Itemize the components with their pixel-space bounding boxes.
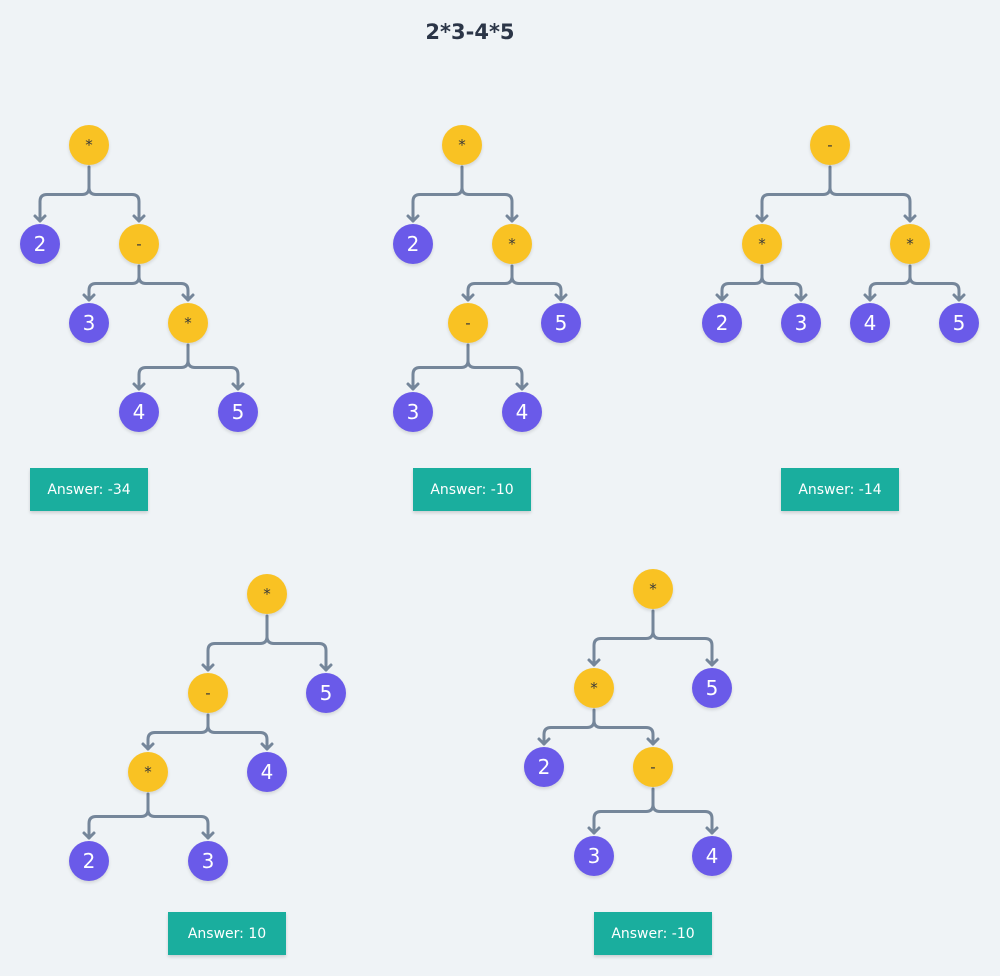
number-node: 3 — [188, 841, 228, 881]
answer-box: Answer: 10 — [168, 912, 286, 955]
number-node: 2 — [20, 224, 60, 264]
answer-box: Answer: -14 — [781, 468, 899, 511]
number-node: 3 — [574, 836, 614, 876]
operator-node: * — [69, 125, 109, 165]
number-node: 2 — [69, 841, 109, 881]
number-node: 5 — [692, 668, 732, 708]
number-node: 5 — [541, 303, 581, 343]
answer-box: Answer: -10 — [594, 912, 712, 955]
operator-node: * — [742, 224, 782, 264]
operator-node: - — [633, 747, 673, 787]
operator-node: * — [247, 574, 287, 614]
answer-box: Answer: -34 — [30, 468, 148, 511]
operator-node: * — [890, 224, 930, 264]
number-node: 5 — [218, 392, 258, 432]
operator-node: * — [128, 752, 168, 792]
operator-node: * — [442, 125, 482, 165]
operator-node: * — [168, 303, 208, 343]
operator-node: - — [448, 303, 488, 343]
operator-node: - — [119, 224, 159, 264]
answer-box: Answer: -10 — [413, 468, 531, 511]
number-node: 4 — [502, 392, 542, 432]
operator-node: - — [188, 673, 228, 713]
operator-node: * — [574, 668, 614, 708]
number-node: 5 — [306, 673, 346, 713]
operator-node: * — [633, 569, 673, 609]
number-node: 4 — [119, 392, 159, 432]
number-node: 2 — [393, 224, 433, 264]
number-node: 3 — [393, 392, 433, 432]
operator-node: * — [492, 224, 532, 264]
number-node: 3 — [781, 303, 821, 343]
number-node: 3 — [69, 303, 109, 343]
number-node: 2 — [524, 747, 564, 787]
number-node: 4 — [247, 752, 287, 792]
expression-title: 2*3-4*5 — [425, 20, 515, 44]
number-node: 5 — [939, 303, 979, 343]
number-node: 4 — [850, 303, 890, 343]
operator-node: - — [810, 125, 850, 165]
number-node: 4 — [692, 836, 732, 876]
number-node: 2 — [702, 303, 742, 343]
